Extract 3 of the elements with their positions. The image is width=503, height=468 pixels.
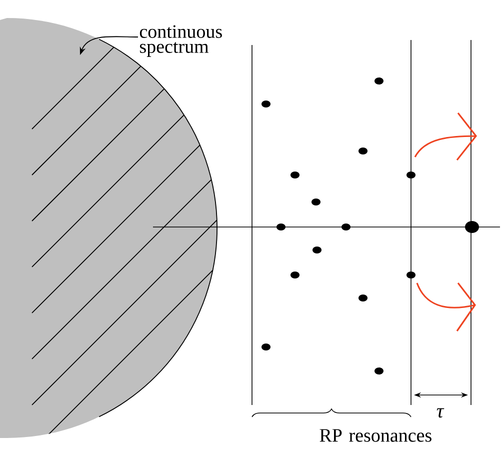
rp-label: RP resonances <box>320 429 432 442</box>
callout-text: continuous spectrum <box>140 25 222 57</box>
tau-label: τ <box>436 408 444 418</box>
